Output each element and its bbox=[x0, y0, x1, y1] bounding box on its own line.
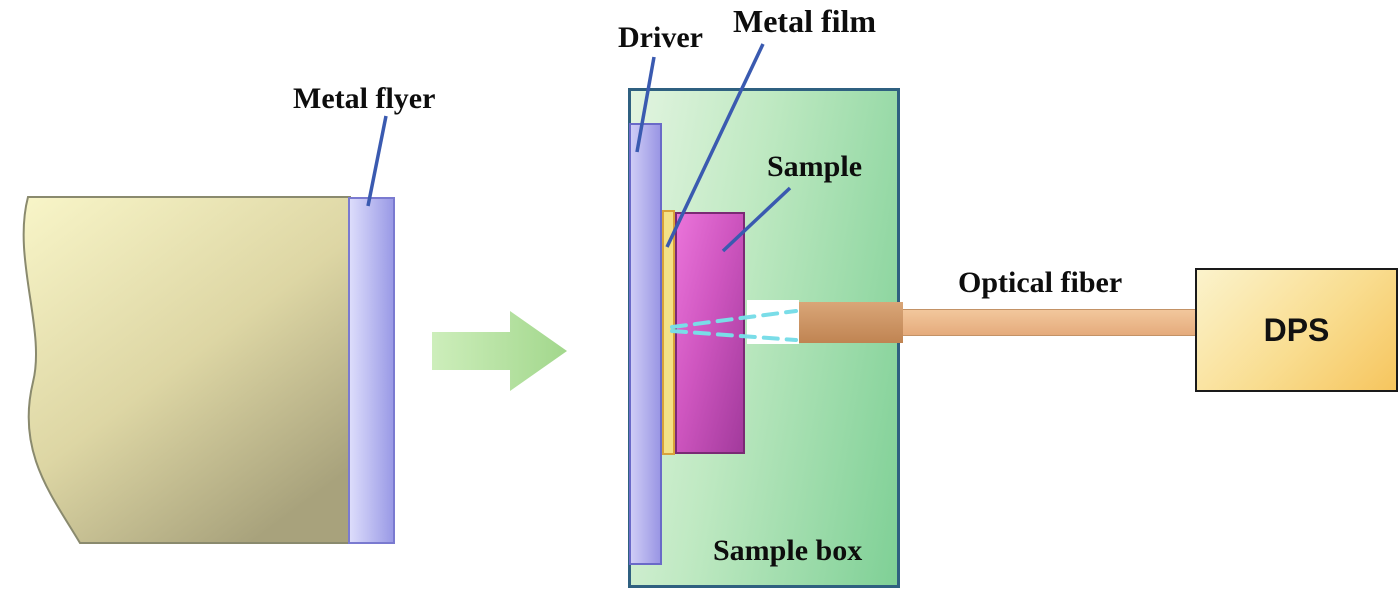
metal-film-label: Metal film bbox=[733, 3, 877, 39]
metal-flyer-body bbox=[22, 196, 351, 544]
sample-label: Sample bbox=[767, 150, 863, 183]
metal-flyer-pointer-line bbox=[366, 115, 388, 207]
optical-fiber-inner-segment bbox=[799, 302, 903, 343]
optical-fiber-bar bbox=[900, 309, 1196, 336]
sample-box-label: Sample box bbox=[713, 534, 863, 567]
optical-fiber-label: Optical fiber bbox=[958, 266, 1123, 299]
metal-flyer-strip bbox=[348, 197, 395, 544]
driver-strip bbox=[629, 123, 662, 565]
dps-label: DPS bbox=[1263, 311, 1330, 348]
flow-arrow bbox=[432, 311, 567, 391]
sample-block bbox=[675, 212, 745, 454]
probe-channel bbox=[747, 300, 799, 344]
dps-box: DPS bbox=[1195, 268, 1398, 392]
metal-flyer-label: Metal flyer bbox=[293, 82, 436, 115]
metal-film-strip bbox=[662, 210, 675, 455]
driver-label: Driver bbox=[618, 21, 703, 54]
